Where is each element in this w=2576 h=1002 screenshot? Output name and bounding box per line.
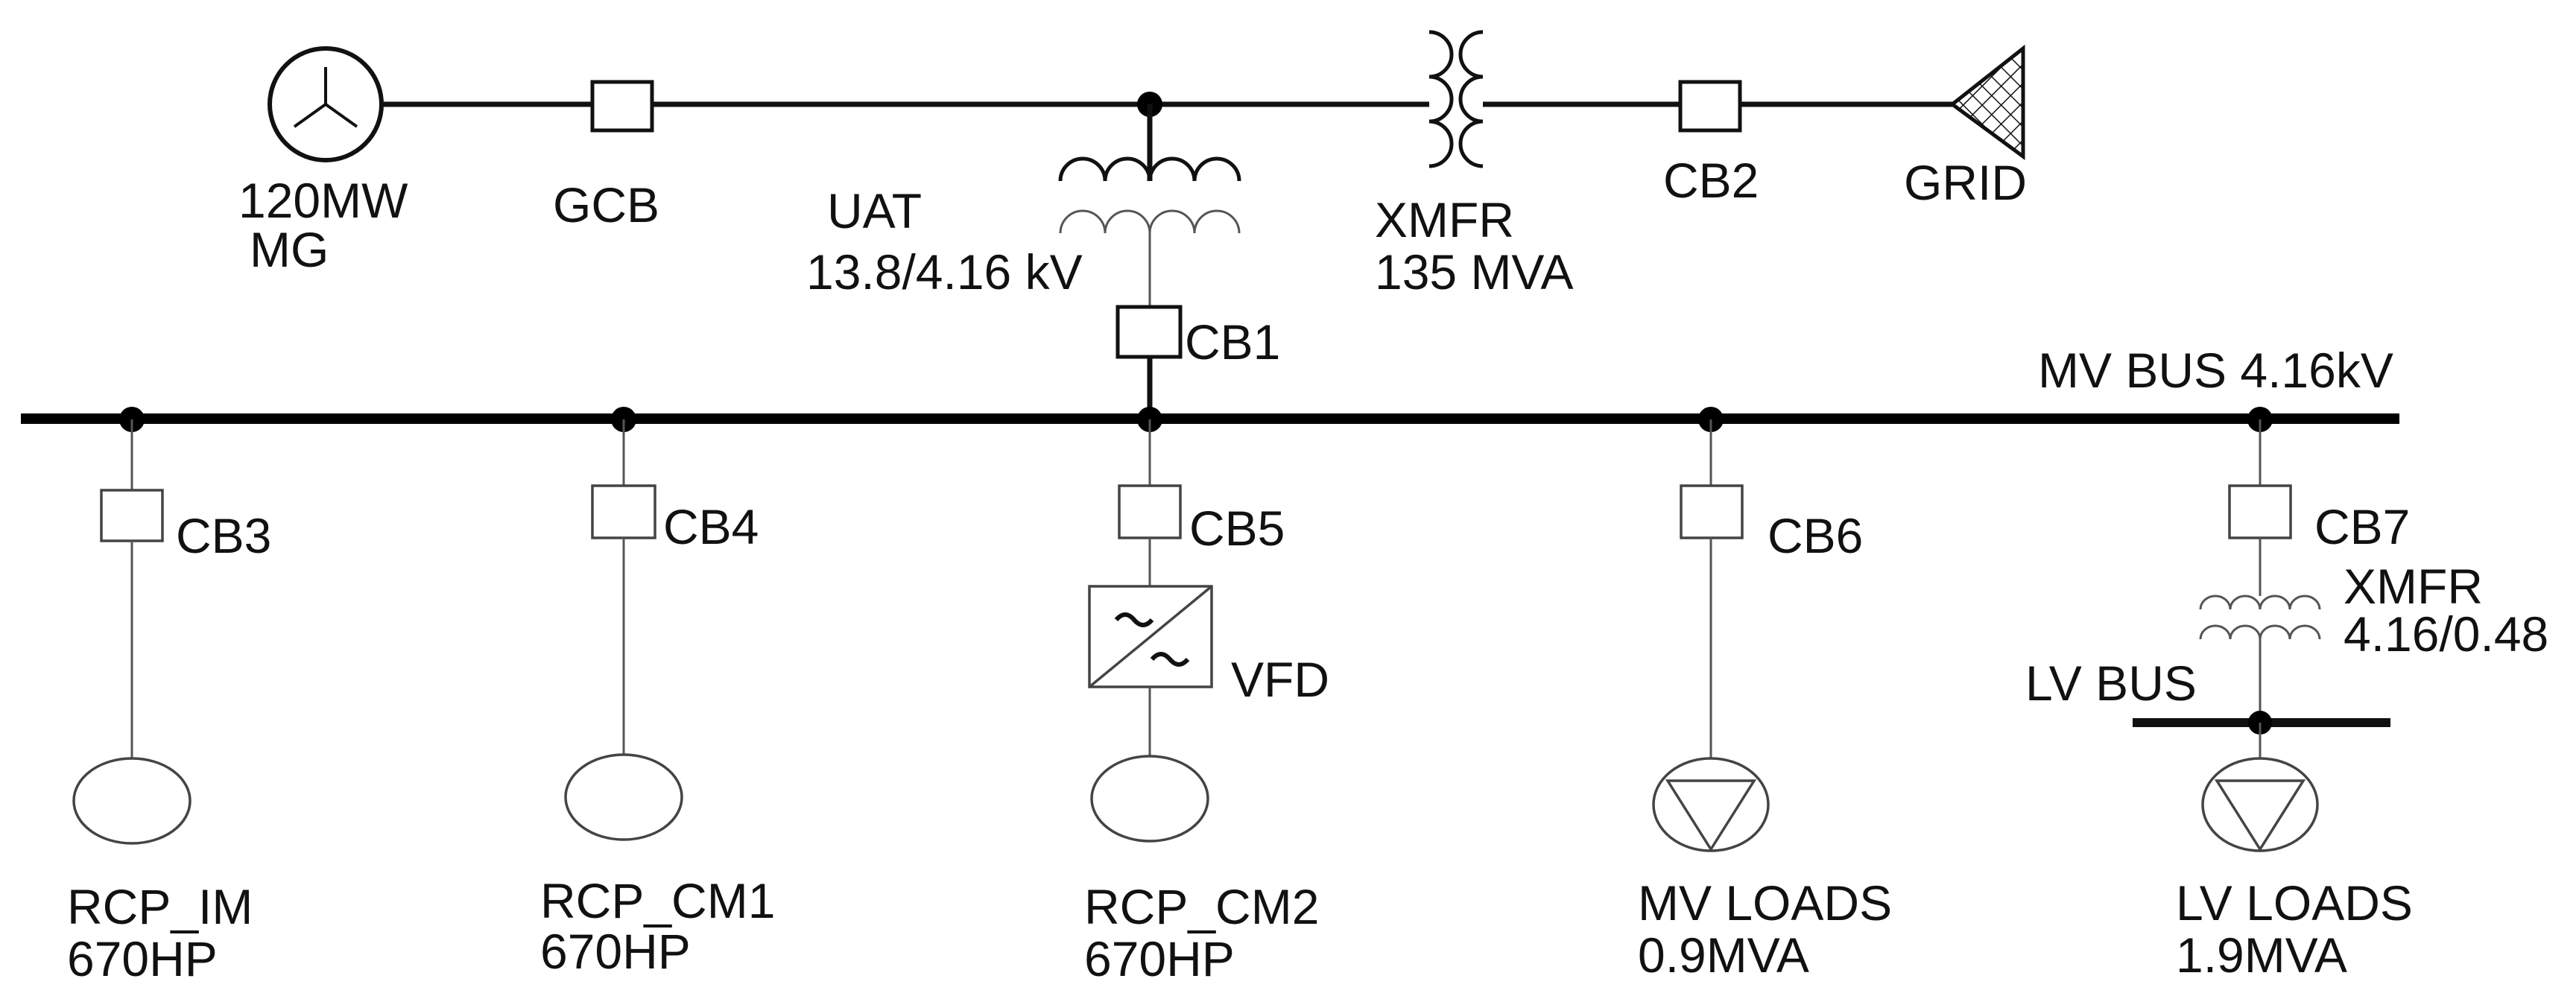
generator-rating: 120MW (238, 173, 408, 228)
cb6-breaker (1680, 484, 1744, 539)
xmfr-primary-coil (1428, 30, 1454, 168)
cb3-breaker (100, 489, 164, 542)
grid-symbol (1949, 44, 2025, 160)
mv-bus-label: MV BUS 4.16kV (2038, 343, 2393, 398)
cb5-label: CB5 (1189, 501, 1285, 556)
cb6-label: CB6 (1768, 508, 1863, 563)
gcb-label: GCB (553, 177, 659, 232)
cb2-label: CB2 (1663, 153, 1759, 208)
mv-loads-rating: 0.9MVA (1638, 928, 1809, 983)
rcp-cm1-rating: 670HP (540, 924, 691, 979)
lv-loads-symbol (2201, 757, 2319, 852)
grid-label: GRID (1904, 155, 2027, 210)
lv-bus-label: LV BUS (2025, 656, 2197, 711)
rcp-cm2-name: RCP_CM2 (1084, 879, 1319, 934)
mv-loads-symbol (1652, 757, 1770, 852)
cb1-label: CB1 (1185, 314, 1280, 370)
cb4-breaker (591, 484, 656, 539)
uat-primary-coil (1058, 156, 1241, 182)
xmfr-rating: 135 MVA (1375, 244, 1574, 299)
generator-symbol (268, 46, 384, 162)
lv-xmfr-name: XMFR (2344, 559, 2483, 614)
lv-xmfr-rating: 4.16/0.48 (2344, 606, 2548, 662)
mv-loads-name: MV LOADS (1638, 875, 1892, 930)
rcp-cm1-motor (564, 753, 683, 841)
uat-rating: 13.8/4.16 kV (806, 244, 1083, 299)
cb4-label: CB4 (663, 499, 759, 554)
rcp-cm2-rating: 670HP (1084, 931, 1235, 986)
lv-xmfr-secondary-coil (2199, 624, 2321, 640)
uat-name: UAT (827, 183, 922, 238)
gcb-breaker (590, 80, 654, 133)
rcp-im-name: RCP_IM (67, 879, 253, 934)
rcp-cm1-name: RCP_CM1 (540, 873, 775, 928)
lv-xmfr-primary-coil (2199, 594, 2321, 610)
cb2-breaker (1678, 80, 1742, 133)
generator-name: MG (250, 222, 329, 277)
xmfr-name: XMFR (1375, 192, 1514, 247)
lv-loads-name: LV LOADS (2176, 875, 2413, 930)
rcp-im-rating: 670HP (67, 931, 218, 986)
cb3-label: CB3 (176, 508, 271, 563)
xmfr-secondary-coil (1458, 30, 1484, 168)
rcp-cm2-motor (1090, 755, 1209, 843)
cb7-breaker (2228, 484, 2292, 539)
vfd-label: VFD (1231, 652, 1329, 707)
rcp-im-motor (72, 757, 192, 845)
vfd-symbol (1088, 585, 1213, 688)
uat-secondary-coil (1059, 209, 1241, 234)
cb5-breaker (1118, 484, 1182, 539)
cb1-breaker (1115, 305, 1183, 359)
cb7-label: CB7 (2314, 499, 2410, 554)
lv-loads-rating: 1.9MVA (2176, 928, 2347, 983)
